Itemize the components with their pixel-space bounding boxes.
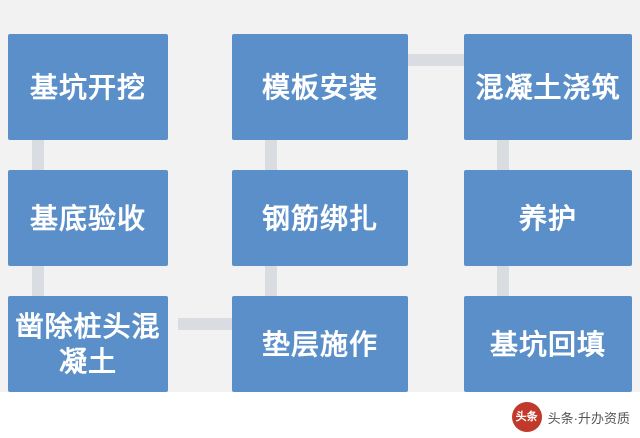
- node-dianceng-shizuo[interactable]: 垫层施作: [232, 296, 408, 392]
- footer-bar: 头条 头条·升办资质: [0, 392, 640, 438]
- node-muban-anzhuang[interactable]: 模板安装: [232, 34, 408, 140]
- connector-n7-n8: [178, 318, 234, 330]
- connector-n3-n6: [497, 140, 509, 170]
- node-jikeng-kaiwa[interactable]: 基坑开挖: [8, 34, 168, 140]
- node-gangjin-bangza[interactable]: 钢筋绑扎: [232, 170, 408, 266]
- watermark: 头条 头条·升办资质: [511, 402, 630, 432]
- connector-n4-n7: [32, 266, 44, 296]
- connector-n6-n9: [497, 266, 509, 296]
- node-jikeng-huitian[interactable]: 基坑回填: [464, 296, 632, 392]
- watermark-label: 头条·升办资质: [547, 410, 630, 426]
- node-hunningtu-jiaozhu[interactable]: 混凝土浇筑: [464, 34, 632, 140]
- connector-n8-n5: [265, 266, 277, 296]
- node-zaochu-zhuangtou-hunningtu[interactable]: 凿除桩头混凝土: [8, 296, 168, 392]
- connector-n1-n4: [32, 140, 44, 170]
- watermark-logo-icon: 头条: [511, 402, 542, 432]
- node-jidi-yanshou[interactable]: 基底验收: [8, 170, 168, 266]
- node-yanghu[interactable]: 养护: [464, 170, 632, 266]
- connector-n2-n3: [408, 54, 464, 66]
- connector-n5-n2: [265, 140, 277, 170]
